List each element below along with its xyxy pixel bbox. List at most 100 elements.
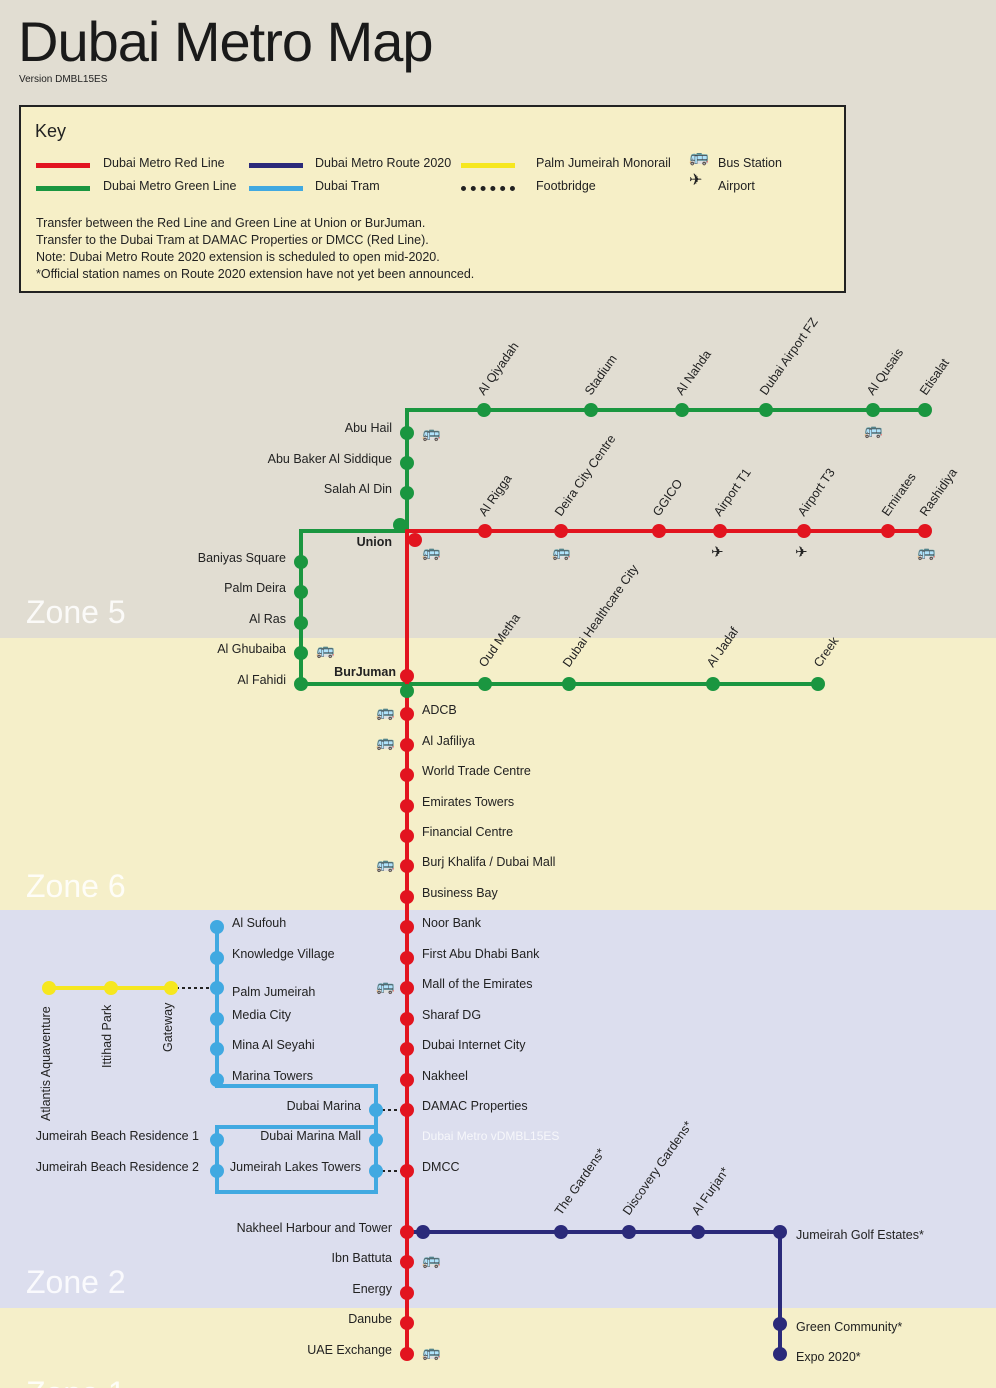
station-dot [369,1164,383,1178]
zone-1-background [0,1308,996,1388]
bus-icon: 🚌 [376,856,395,873]
station-dot [400,1347,414,1361]
station-dot [773,1225,787,1239]
station-label-noor-bank: Noor Bank [422,916,482,930]
station-dot [164,981,178,995]
station-label-abu-baker: Abu Baker Al Siddique [268,452,392,466]
station-label-atlantis-aquaventure: Atlantis Aquaventure [39,1006,53,1121]
station-label-al-sufouh: Al Sufouh [232,916,286,930]
station-label-media-city: Media City [232,1008,292,1022]
bus-icon: 🚌 [376,704,395,721]
bus-icon: 🚌 [376,734,395,751]
station-dot [408,533,422,547]
station-label-sharaf-dg: Sharaf DG [422,1008,481,1022]
station-dot [42,981,56,995]
tram-swatch [249,186,303,191]
station-dot [400,1164,414,1178]
station-dot [294,616,308,630]
station-dot [400,1316,414,1330]
station-label-baniyas-square: Baniyas Square [198,551,286,565]
station-dot [713,524,727,538]
station-label-first-abu-dhabi-bank: First Abu Dhabi Bank [422,947,540,961]
station-dot [210,1073,224,1087]
station-label-burj-khalifa: Burj Khalifa / Dubai Mall [422,855,555,869]
station-label-emirates-towers: Emirates Towers [422,795,514,809]
station-dot [400,859,414,873]
station-dot [400,1103,414,1117]
station-dot [881,524,895,538]
station-dot [622,1225,636,1239]
station-dot [369,1133,383,1147]
station-label-burjuman: BurJuman [334,665,396,679]
station-label-union: Union [357,535,392,549]
station-dot [400,920,414,934]
key-title: Key [35,121,67,141]
station-label-mall-of-the-emirates: Mall of the Emirates [422,977,532,991]
key-airport: Airport [718,179,755,193]
station-dot [477,403,491,417]
station-dot [918,524,932,538]
station-dot [400,1286,414,1300]
station-dot [652,524,666,538]
station-dot [294,646,308,660]
station-dot [400,1042,414,1056]
station-label-uae-exchange: UAE Exchange [307,1343,392,1357]
stations-layer [42,403,932,1361]
version-label: Version DMBL15ES [19,74,108,85]
station-dot [400,951,414,965]
station-dot [400,707,414,721]
station-label-jumeirah-golf-estates: Jumeirah Golf Estates* [796,1228,924,1242]
bus-icon: 🚌 [917,544,936,561]
station-dot [918,403,932,417]
bus-icon: 🚌 [422,425,441,442]
station-dot [478,524,492,538]
key-route2020: Dubai Metro Route 2020 [315,156,452,170]
station-label-jbr2: Jumeirah Beach Residence 2 [36,1160,199,1174]
station-dot [294,585,308,599]
station-label-financial-centre: Financial Centre [422,825,513,839]
station-dot [691,1225,705,1239]
station-label-abu-hail: Abu Hail [345,421,392,435]
airplane-icon: ✈ [711,544,724,561]
zone-5-background [0,0,996,638]
station-dot [584,403,598,417]
station-dot [554,1225,568,1239]
page-title: Dubai Metro Map [18,10,434,73]
station-label-mina-al-seyahi: Mina Al Seyahi [232,1038,315,1052]
key-monorail: Palm Jumeirah Monorail [536,156,671,170]
zone-5-label: Zone 5 [26,594,126,630]
station-dot [210,1012,224,1026]
station-dot [478,677,492,691]
station-dot [294,555,308,569]
station-dot [773,1347,787,1361]
zone-6-label: Zone 6 [26,868,126,904]
zone-2-label: Zone 2 [26,1264,126,1300]
key-note-3: Note: Dubai Metro Route 2020 extension i… [36,250,440,264]
footbridge-swatch [461,186,515,191]
airplane-icon: ✈ [795,544,808,561]
station-dot [369,1103,383,1117]
station-label-al-jafiliya: Al Jafiliya [422,734,475,748]
station-label-marina-towers: Marina Towers [232,1069,313,1083]
station-dot [400,486,414,500]
key-bus-station: Bus Station [718,156,782,170]
station-label-green-community: Green Community* [796,1320,902,1334]
station-label-dmcc: DMCC [422,1160,460,1174]
station-dot [400,1012,414,1026]
station-label-palm-deira: Palm Deira [224,581,286,595]
station-dot [400,684,414,698]
key-green-line: Dubai Metro Green Line [103,179,237,193]
key-footbridge: Footbridge [536,179,596,193]
station-dot [210,981,224,995]
station-dot [400,738,414,752]
station-label-al-ghubaiba: Al Ghubaiba [217,642,286,656]
station-dot [400,799,414,813]
station-label-knowledge-village: Knowledge Village [232,947,335,961]
station-dot [104,981,118,995]
key-red-line: Dubai Metro Red Line [103,156,225,170]
station-label-ittihad-park: Ittihad Park [100,1004,114,1068]
station-label-expo-2020: Expo 2020* [796,1350,861,1364]
station-dot [811,677,825,691]
bus-icon: 🚌 [316,642,335,659]
airplane-icon: ✈ [689,172,703,189]
